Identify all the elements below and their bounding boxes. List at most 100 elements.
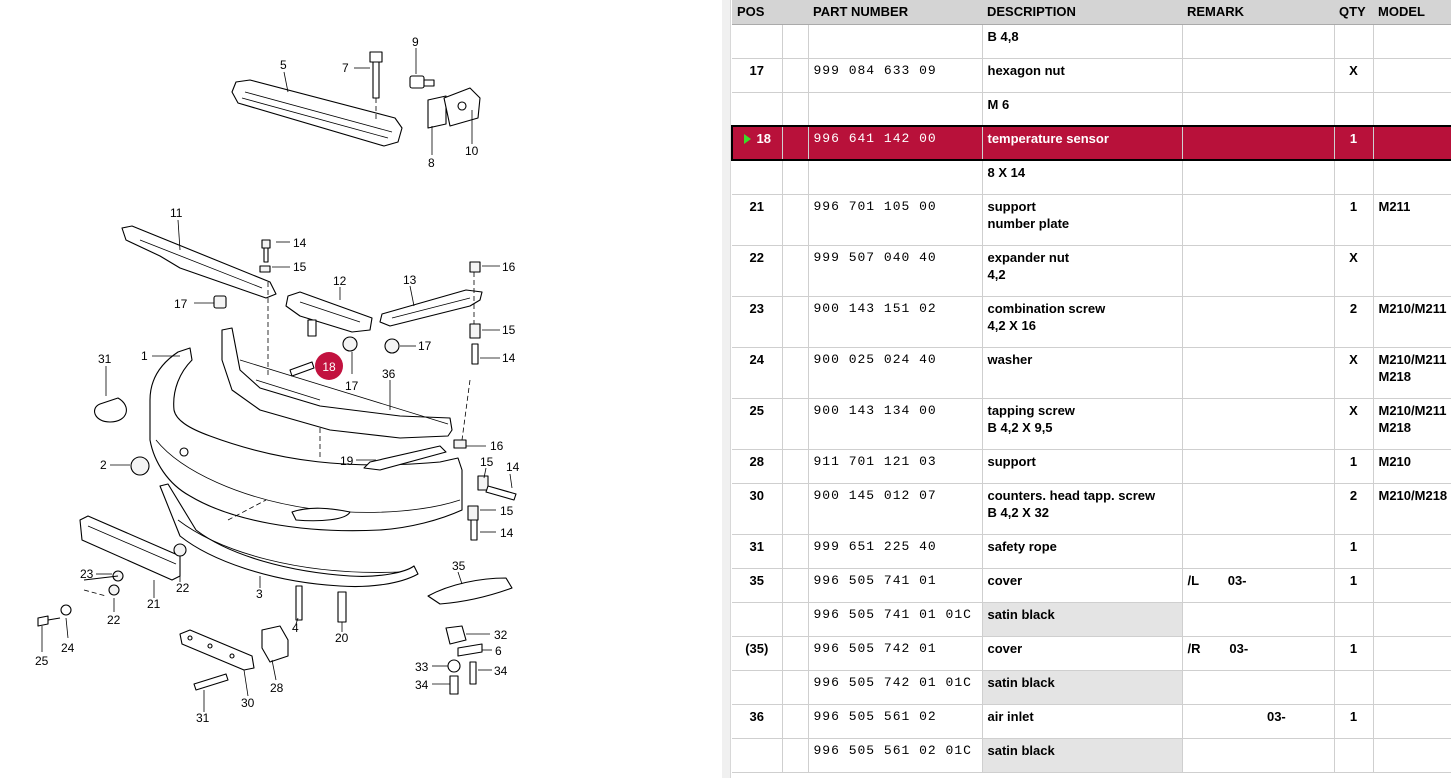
exploded-view-diagram[interactable]: 5 7 9 8 10 11 14 15 17 12 13 16 15 17 14… <box>0 0 722 778</box>
part-number-cell: 900 143 151 02 <box>808 296 983 348</box>
fasteners[interactable] <box>37 239 517 695</box>
callout-15-c[interactable]: 15 <box>480 455 494 469</box>
callout-21[interactable]: 21 <box>147 597 161 611</box>
description-cell: support <box>982 449 1183 484</box>
callout-25[interactable]: 25 <box>35 654 49 668</box>
callout-33[interactable]: 33 <box>415 660 429 674</box>
callout-19[interactable]: 19 <box>340 454 354 468</box>
callout-4[interactable]: 4 <box>292 621 299 635</box>
callout-5[interactable]: 5 <box>280 58 287 72</box>
callout-3[interactable]: 3 <box>256 587 263 601</box>
description-cell: air inlet <box>982 704 1183 739</box>
callout-17-b[interactable]: 17 <box>418 339 432 353</box>
part-7-screw[interactable] <box>369 51 383 122</box>
description-cell: B 4,8 <box>982 24 1183 59</box>
callout-14-b[interactable]: 14 <box>502 351 516 365</box>
callout-6[interactable]: 6 <box>495 644 502 658</box>
col-model[interactable]: MODEL <box>1373 0 1451 25</box>
pos-cell <box>732 160 783 195</box>
highlight-marker-18[interactable]: 18 <box>315 352 343 380</box>
col-remark[interactable]: REMARK <box>1182 0 1334 25</box>
callout-13[interactable]: 13 <box>403 273 417 287</box>
callout-11[interactable]: 11 <box>170 206 183 220</box>
table-row[interactable]: M 6 <box>732 92 1451 127</box>
callout-24[interactable]: 24 <box>61 641 75 655</box>
callout-20[interactable]: 20 <box>335 631 349 645</box>
part-12-bracket[interactable] <box>285 291 373 337</box>
callout-31[interactable]: 31 <box>98 352 112 366</box>
callout-8[interactable]: 8 <box>428 156 435 170</box>
callout-16-b[interactable]: 16 <box>490 439 504 453</box>
part-36-air-inlet[interactable] <box>221 327 453 439</box>
callout-17-c[interactable]: 17 <box>345 379 359 393</box>
callout-10[interactable]: 10 <box>465 144 479 158</box>
callout-23[interactable]: 23 <box>80 567 94 581</box>
description-cell: satin black <box>982 670 1183 705</box>
part-27-block[interactable] <box>261 625 289 663</box>
col-pos[interactable]: POS <box>732 0 782 25</box>
callout-22-b[interactable]: 22 <box>107 613 121 627</box>
description-cell: satin black <box>982 602 1183 637</box>
callout-15-a[interactable]: 15 <box>293 260 307 274</box>
part-31-safety-rope[interactable] <box>94 397 127 423</box>
callout-7[interactable]: 7 <box>342 61 349 75</box>
part-28-support[interactable] <box>179 629 255 671</box>
part-19-strip[interactable] <box>363 445 447 471</box>
part-1-bumper-cover[interactable] <box>149 347 463 532</box>
part-number-cell: 999 084 633 09 <box>808 58 983 93</box>
table-row[interactable]: B 4,8 <box>732 24 1451 59</box>
callout-9[interactable]: 9 <box>412 35 419 49</box>
callout-34-a[interactable]: 34 <box>415 678 429 692</box>
callout-14-c[interactable]: 14 <box>506 460 520 474</box>
callout-1[interactable]: 1 <box>141 349 148 363</box>
callout-15-b[interactable]: 15 <box>502 323 516 337</box>
col-qty[interactable]: QTY <box>1334 0 1373 25</box>
callout-28[interactable]: 30 <box>241 696 255 710</box>
callout-34-b[interactable]: 34 <box>494 664 508 678</box>
part-13-bracket[interactable] <box>379 289 483 327</box>
part-11-bracket[interactable] <box>121 225 277 299</box>
callout-16-a[interactable]: 16 <box>502 260 516 274</box>
callout-14-d[interactable]: 14 <box>500 526 514 540</box>
callout-12[interactable]: 12 <box>333 274 347 288</box>
callout-15-d[interactable]: 15 <box>500 504 514 518</box>
part-2-cap[interactable] <box>130 456 150 476</box>
model-cell <box>1373 245 1451 297</box>
part-21-number-plate-support[interactable] <box>79 515 181 581</box>
callout-32[interactable]: 32 <box>494 628 508 642</box>
part-number-cell: 999 651 225 40 <box>808 534 983 569</box>
callout-22-a[interactable]: 22 <box>176 581 190 595</box>
col-part-number[interactable]: PART NUMBER <box>808 0 982 25</box>
callout-17-a[interactable]: 17 <box>174 297 188 311</box>
part-35-cover[interactable] <box>427 577 513 605</box>
callout-36[interactable]: 36 <box>382 367 396 381</box>
part-5-carrier[interactable] <box>231 79 403 147</box>
part-3-spoiler[interactable] <box>159 483 419 587</box>
table-row[interactable]: 8 X 14 <box>732 160 1451 195</box>
callout-27[interactable]: 28 <box>270 681 284 695</box>
callout-14-a[interactable]: 14 <box>293 236 307 250</box>
callout-35[interactable]: 35 <box>452 559 466 573</box>
part-8-10-bracket[interactable] <box>409 75 481 129</box>
callout-2[interactable]: 2 <box>100 458 107 472</box>
col-description[interactable]: DESCRIPTION <box>982 0 1182 25</box>
pos-cell: 25 <box>732 398 783 450</box>
callout-30[interactable]: 31 <box>196 711 210 725</box>
splitter[interactable] <box>722 0 731 778</box>
